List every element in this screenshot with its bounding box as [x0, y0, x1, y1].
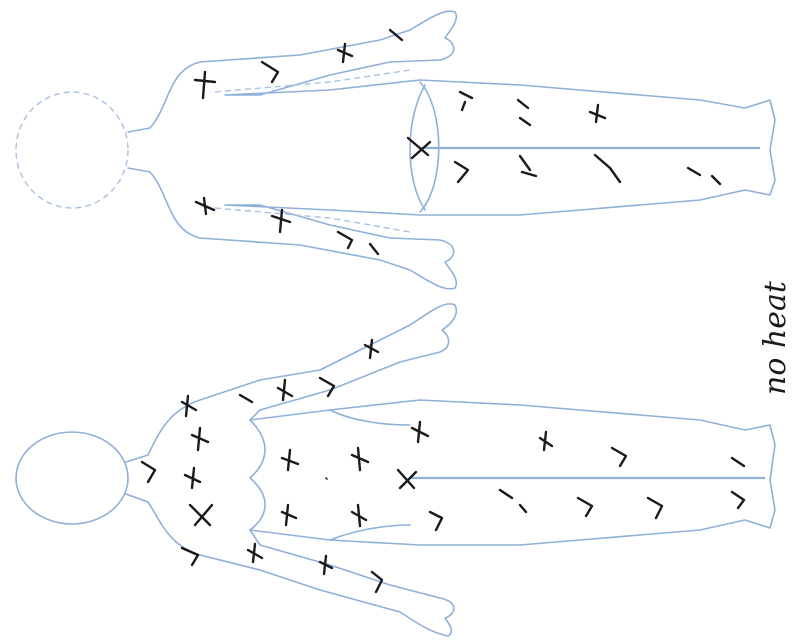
- back-marks: [195, 30, 720, 254]
- mark: [500, 490, 526, 512]
- mark: [262, 62, 278, 82]
- mark: [195, 72, 215, 98]
- mark: [142, 462, 155, 482]
- front-body-outline: [148, 304, 775, 636]
- mark: [240, 395, 252, 402]
- mark: [282, 505, 296, 525]
- mark: [372, 572, 382, 592]
- mark: [595, 155, 620, 182]
- mark-dot: [326, 478, 327, 479]
- mark: [278, 380, 292, 400]
- front-waist-curve-bottom: [330, 525, 410, 540]
- mark: [338, 232, 352, 248]
- mark: [612, 448, 626, 466]
- mark: [688, 168, 720, 184]
- mark: [540, 432, 552, 450]
- mark: [370, 244, 378, 254]
- mark: [282, 450, 298, 470]
- mark: [352, 505, 366, 526]
- mark: [182, 548, 198, 565]
- mark: [578, 498, 592, 516]
- front-head-outline: [16, 432, 128, 524]
- mark: [412, 422, 428, 442]
- mark: [185, 468, 200, 488]
- front-chest-curve: [250, 420, 265, 530]
- mark: [248, 544, 262, 562]
- handwritten-annotation: no heat: [758, 281, 793, 395]
- back-body-outline: [150, 11, 775, 289]
- mark: [518, 100, 530, 125]
- back-neck-outline: [128, 128, 150, 172]
- back-view-figure: [16, 11, 775, 289]
- back-head-outline: [16, 92, 128, 208]
- mark: [460, 92, 472, 110]
- mark: [648, 498, 662, 518]
- mark: [196, 198, 214, 214]
- front-waist-curve-top: [330, 410, 410, 425]
- mark: [732, 458, 744, 466]
- mark: [520, 156, 536, 176]
- mark: [430, 512, 442, 530]
- mark: [455, 162, 468, 182]
- mark: [182, 396, 196, 416]
- front-neck-outline: [126, 455, 148, 502]
- mark: [192, 428, 208, 450]
- front-view-figure: [16, 304, 775, 636]
- back-arm-inner-top: [215, 70, 410, 92]
- mark: [352, 448, 368, 470]
- mark: [590, 105, 605, 122]
- mark: [320, 378, 334, 396]
- mark: [732, 492, 744, 508]
- mark: [190, 505, 212, 525]
- mark: [390, 30, 402, 40]
- front-marks: [142, 340, 744, 592]
